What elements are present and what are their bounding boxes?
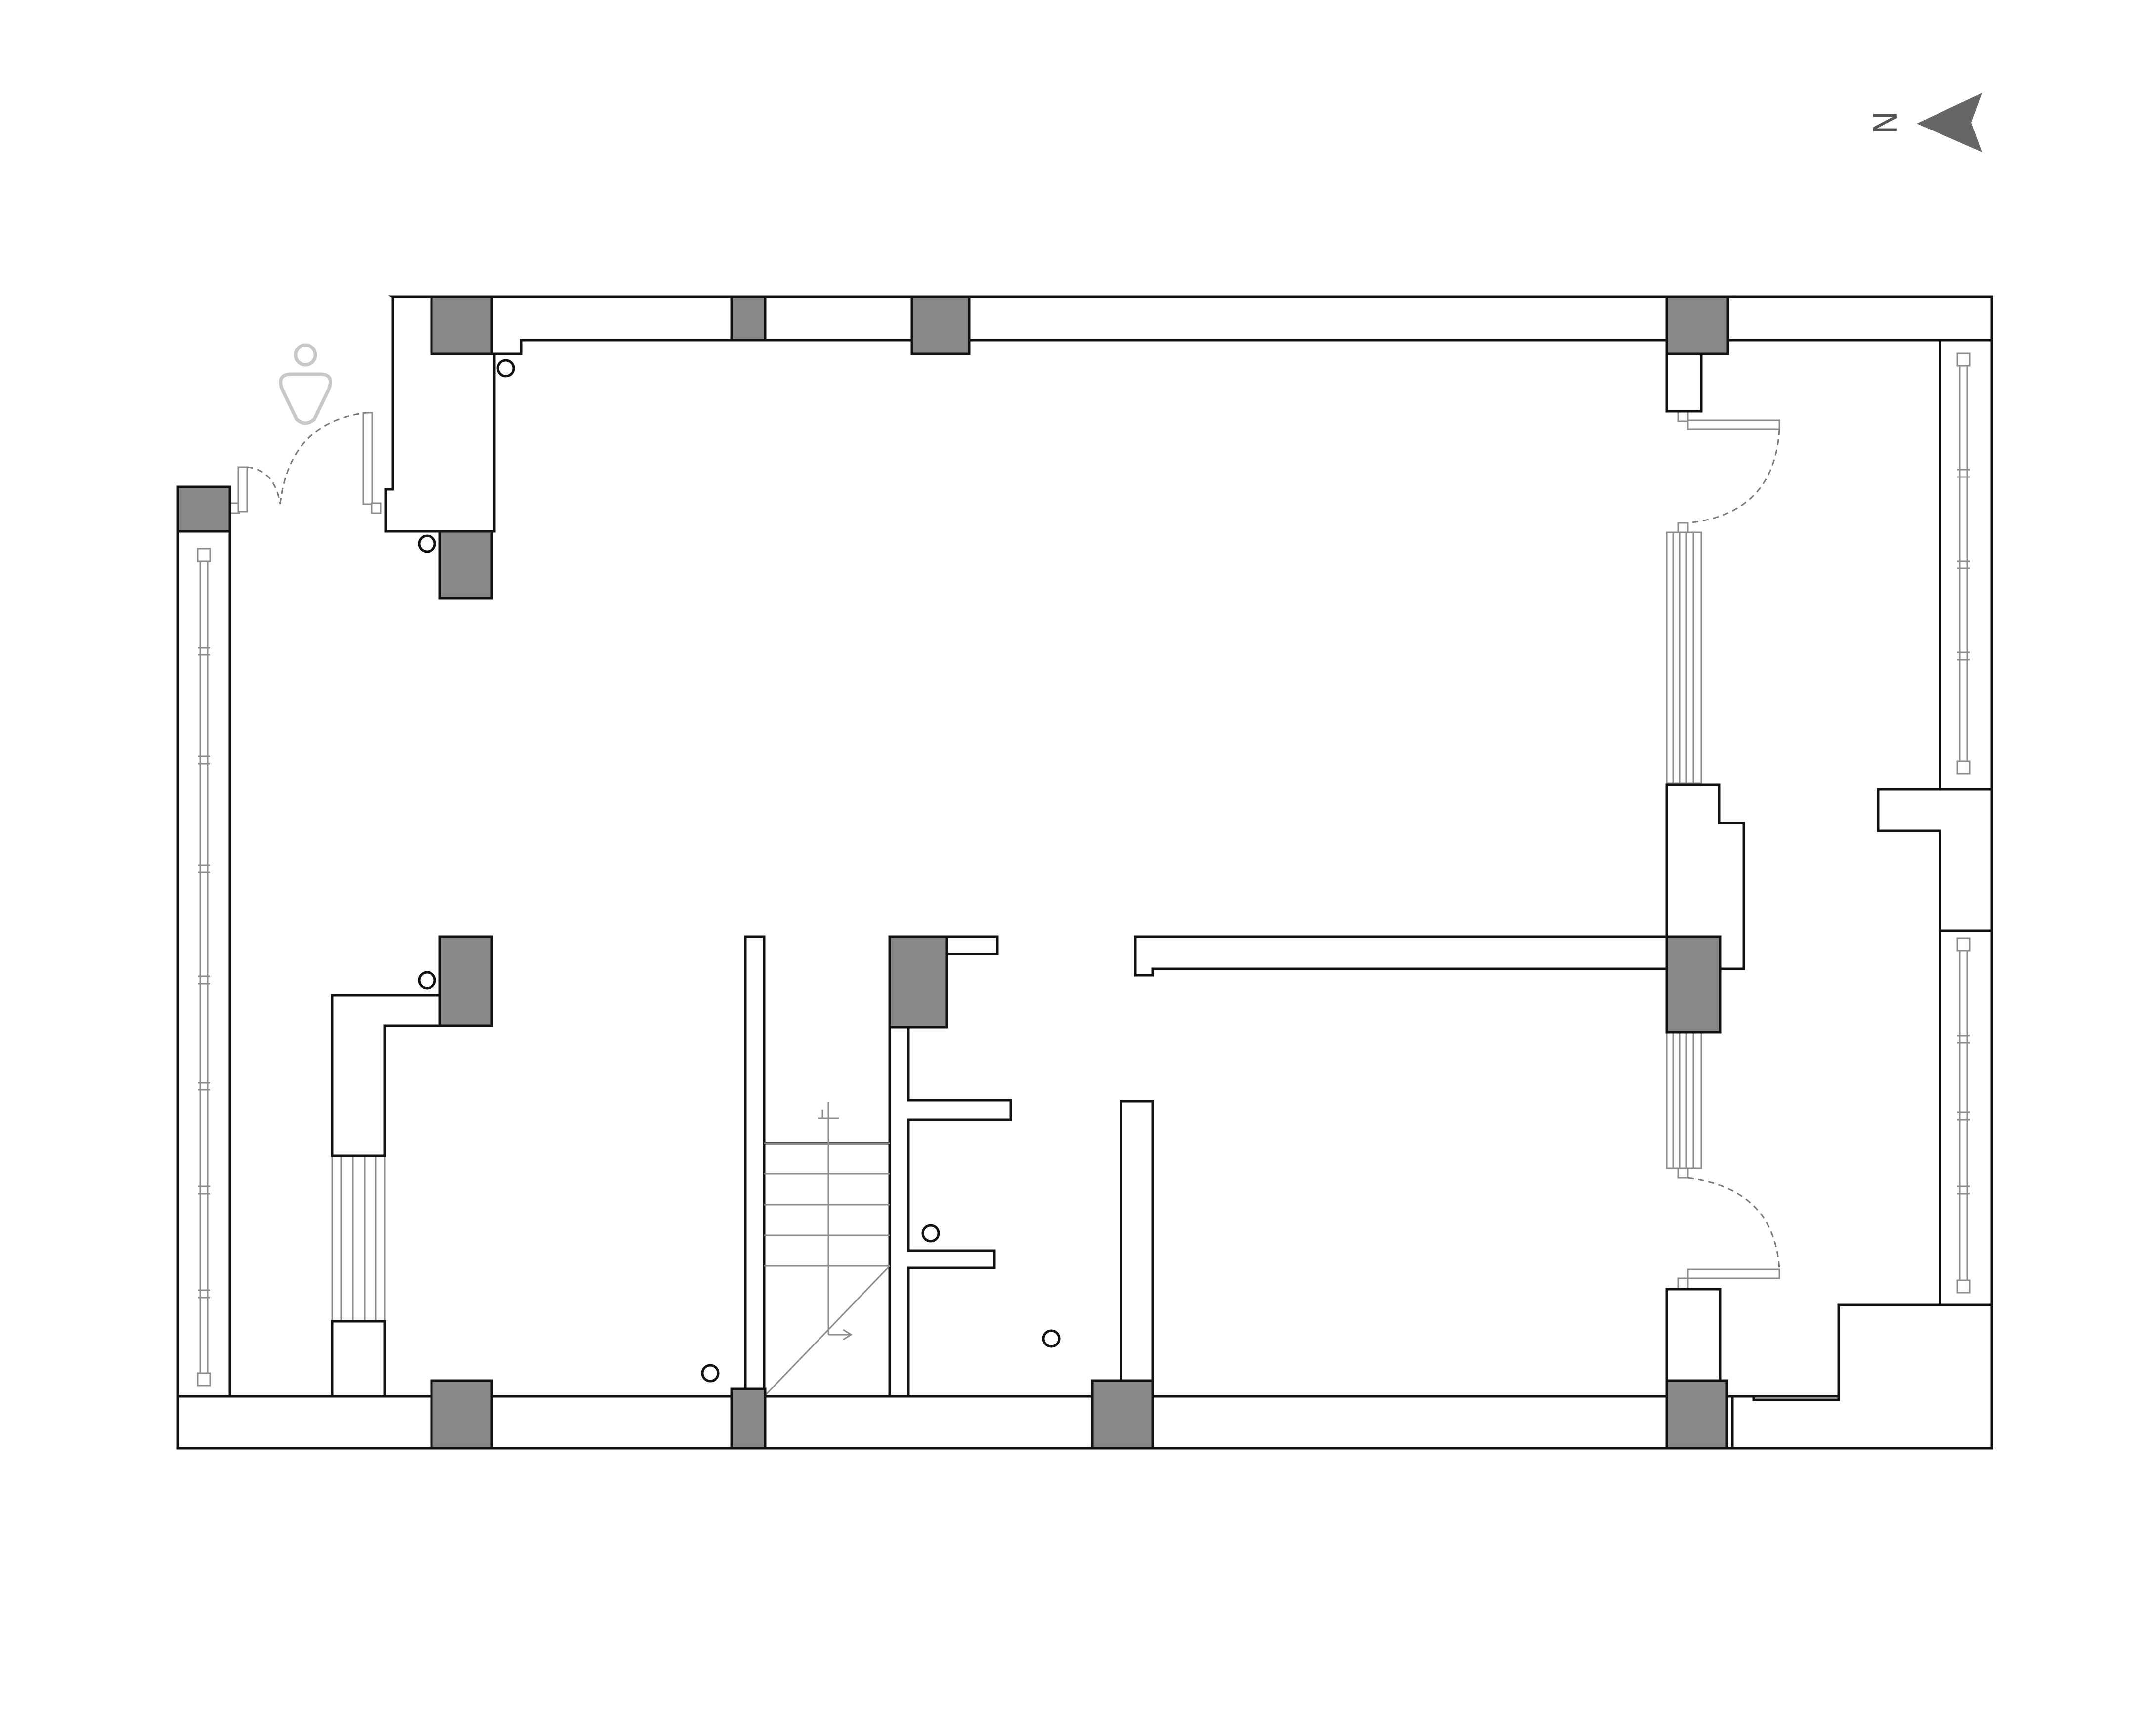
north-indicator: N <box>1865 93 1982 152</box>
column <box>730 1387 767 1450</box>
pipe-circle <box>921 1224 940 1243</box>
stair-divider-wall <box>744 935 766 1398</box>
west-exterior-wall <box>176 530 231 1398</box>
pipe-circle <box>418 971 436 990</box>
pipe-circle <box>1042 1329 1061 1348</box>
nw-partition-wall <box>331 994 444 1157</box>
column <box>1091 1379 1154 1450</box>
pipe-circle <box>701 1364 720 1383</box>
staircase <box>763 1102 891 1398</box>
top-wall-strip <box>384 295 1993 533</box>
west-partition-window <box>331 1155 386 1322</box>
east-window-north <box>1956 352 1971 775</box>
central-stub-wall <box>1120 1100 1154 1382</box>
column <box>1665 295 1729 355</box>
east-door-north <box>1666 410 1780 784</box>
north-label: N <box>1865 111 1902 134</box>
east-window-south <box>1956 937 1971 1294</box>
column <box>176 485 231 533</box>
structural-columns <box>176 295 1729 1450</box>
entrance-door <box>229 412 382 514</box>
west-window <box>197 548 211 1387</box>
north-arrow-icon <box>1917 93 1982 152</box>
east-door-south <box>1666 1031 1780 1290</box>
column <box>730 295 767 342</box>
column <box>430 1379 493 1450</box>
column <box>430 295 493 355</box>
column <box>1665 1379 1728 1450</box>
east-wall-jog <box>1877 788 1993 932</box>
column <box>1665 935 1722 1034</box>
column <box>888 935 948 1029</box>
column <box>910 295 971 355</box>
interior-walls <box>331 352 1745 1398</box>
ne-door-jamb <box>1665 352 1703 413</box>
pipe-markers <box>418 359 1061 1383</box>
pipe-circle <box>496 359 515 378</box>
pipe-circle <box>418 534 436 553</box>
central-partition-wall <box>1134 935 1668 977</box>
column <box>438 935 493 1027</box>
southeast-wall-block <box>1731 1303 1993 1450</box>
sw-partition-wall <box>331 1320 386 1398</box>
column <box>438 530 493 600</box>
person-entrance-icon <box>279 343 332 425</box>
